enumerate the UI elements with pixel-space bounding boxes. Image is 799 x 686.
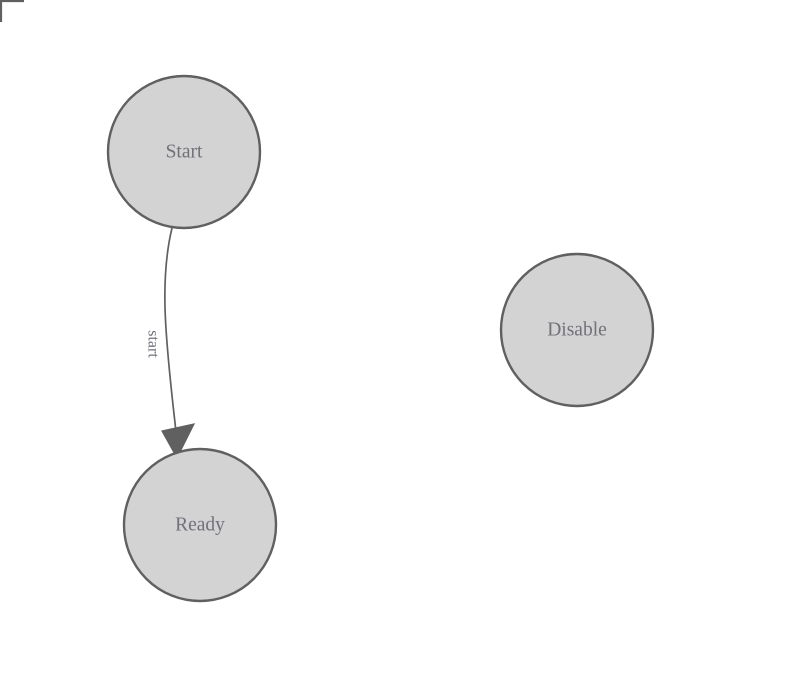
- node-start-circle[interactable]: [106, 74, 262, 230]
- edge-label-group: start: [144, 330, 161, 358]
- node-start[interactable]: Start: [106, 74, 262, 230]
- edge-start-to-ready[interactable]: start: [144, 227, 196, 460]
- node-disable-label: Disable: [547, 319, 607, 340]
- node-ready[interactable]: Ready: [122, 447, 278, 603]
- node-disable-circle[interactable]: [499, 252, 655, 408]
- node-disable[interactable]: Disable: [499, 252, 655, 408]
- selection-corner-mark-icon: [0, 0, 24, 22]
- edge-label-start: start: [144, 330, 161, 358]
- node-ready-label: Ready: [175, 514, 225, 535]
- arrowhead-icon: [161, 423, 196, 460]
- edge-line: [163, 227, 178, 441]
- node-start-label: Start: [166, 141, 203, 162]
- node-ready-circle[interactable]: [122, 447, 278, 603]
